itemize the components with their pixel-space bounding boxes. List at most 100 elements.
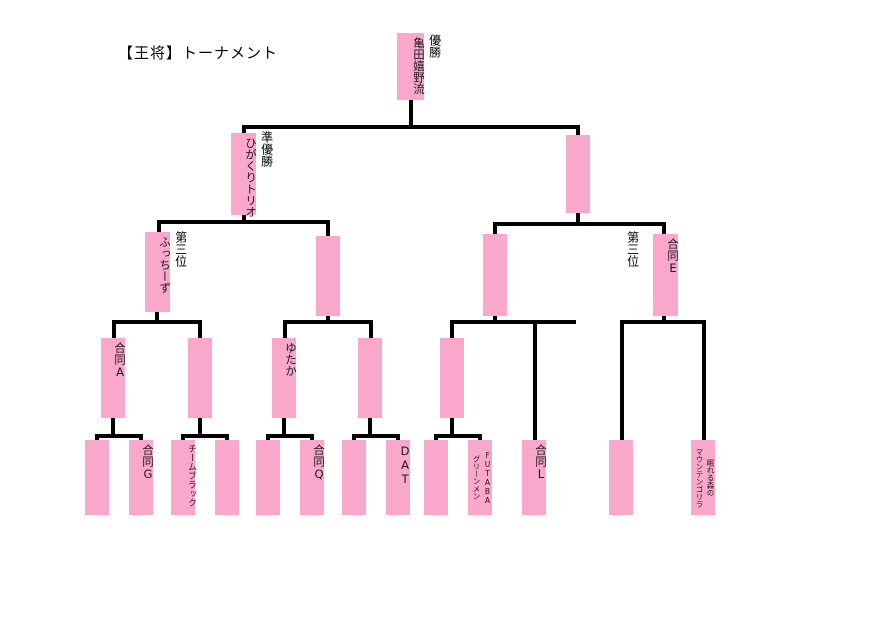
semifinalist-3-label: [483, 238, 507, 312]
round16-team-4-box[interactable]: [215, 440, 239, 515]
finalist-left-box[interactable]: ひがくりトリオ: [231, 133, 258, 218]
semifinalist-1-box[interactable]: ふっちーず: [145, 232, 172, 312]
connector-qf-4-crossbar: [620, 320, 706, 324]
connector-qf-1-b-drop: [198, 320, 202, 338]
connector-semi-left-crossbar: [157, 220, 330, 224]
quarterfinalist-4-box[interactable]: [358, 338, 382, 418]
champion-rank-annotation: 優勝: [427, 34, 442, 58]
semifinalist-2-label: [316, 240, 340, 312]
connector-final-right-drop: [576, 125, 580, 137]
connector-r16-3-stem: [282, 418, 286, 438]
connector-r16-1-b-drop: [139, 434, 143, 444]
connector-semi-right-a-drop: [493, 222, 497, 236]
connector-semi-right-crossbar: [493, 222, 666, 226]
finalist-right-label: [566, 139, 590, 209]
third-place-right-annotation: 第三位: [625, 231, 640, 267]
connector-qf-3-crossbar: [450, 320, 576, 324]
round16-team-5-box[interactable]: [256, 440, 280, 515]
connector-final-left-drop: [242, 125, 246, 137]
runner-up-rank-annotation: 準優勝: [259, 131, 274, 167]
quarterfinalist-2-label: [188, 342, 212, 414]
semifinalist-4-box[interactable]: 合同E: [653, 234, 680, 316]
round16-team-10-label-line2: グリーンメン: [472, 455, 481, 500]
round16-team-9-label: [424, 444, 448, 511]
round16-team-9-box[interactable]: [424, 440, 448, 515]
quarterfinalist-5-label: [440, 342, 464, 414]
connector-r16-2-crossbar: [181, 434, 229, 438]
connector-qf-4-b-bye-drop: [702, 320, 706, 442]
round16-team-7-box[interactable]: [342, 440, 366, 515]
round16-team-3-label: チームブラック: [186, 444, 196, 507]
round16-team-12-label: [609, 444, 633, 511]
connector-qf-1-crossbar: [112, 320, 202, 324]
connector-r16-1-crossbar: [95, 434, 143, 438]
finalist-right-box[interactable]: [566, 135, 590, 213]
connector-r16-4-b-drop: [396, 434, 400, 444]
connector-qf-1-stem: [155, 312, 159, 324]
quarterfinalist-4-label: [358, 342, 382, 414]
connector-qf-3-a-drop: [450, 320, 454, 338]
semifinalist-4-label: 合同E: [666, 238, 680, 275]
connector-qf-1-a-drop: [112, 320, 116, 338]
round16-team-8-box[interactable]: DAT: [386, 440, 412, 515]
connector-r16-5-a-drop: [434, 434, 438, 444]
page-title: 【王将】トーナメント: [118, 44, 279, 62]
connector-r16-4-crossbar: [352, 434, 400, 438]
round16-team-7-label: [342, 444, 366, 511]
champion-label: 亀田嬉野流: [412, 37, 426, 95]
champion-box[interactable]: 亀田嬉野流: [397, 33, 426, 100]
round16-team-1-box[interactable]: [85, 440, 109, 515]
connector-r16-4-stem: [368, 418, 372, 438]
round16-team-10-label-line1: FUTABA: [483, 450, 492, 505]
round16-team-1-label: [85, 444, 109, 511]
round16-team-5-label: [256, 444, 280, 511]
connector-semi-left-b-drop: [326, 220, 330, 238]
round16-team-13-label-line1: 眠れる森の: [706, 458, 715, 497]
quarterfinalist-5-box[interactable]: [440, 338, 464, 418]
connector-r16-4-a-drop: [352, 434, 356, 444]
round16-team-8-label: DAT: [398, 444, 412, 486]
connector-semi-right-b-drop: [662, 222, 666, 236]
connector-r16-3-b-drop: [310, 434, 314, 444]
round16-team-10-box[interactable]: FUTABA グリーンメン: [468, 440, 492, 515]
round16-team-13-box[interactable]: 眠れる森の マウンテンゴリラ: [691, 440, 715, 515]
connector-champion-stem: [409, 100, 413, 127]
connector-r16-2-b-drop: [225, 434, 229, 444]
connector-r16-2-a-drop: [181, 434, 185, 444]
semifinalist-1-label: ふっちーず: [158, 236, 172, 294]
round16-team-6-label: 合同Q: [312, 444, 326, 481]
semifinalist-2-box[interactable]: [316, 236, 340, 316]
round16-team-2-label: 合同G: [141, 444, 155, 481]
quarterfinalist-1-box[interactable]: 合同A: [101, 338, 127, 418]
connector-r16-1-a-drop: [95, 434, 99, 444]
connector-final-crossbar: [242, 125, 580, 129]
connector-r16-5-crossbar: [434, 434, 482, 438]
round16-team-6-box[interactable]: 合同Q: [300, 440, 326, 515]
connector-r16-1-stem: [111, 418, 115, 438]
connector-qf-2-b-drop: [369, 320, 373, 338]
quarterfinalist-2-box[interactable]: [188, 338, 212, 418]
round16-team-2-box[interactable]: 合同G: [129, 440, 155, 515]
round16-team-13-label-line2: マウンテンゴリラ: [695, 447, 704, 508]
connector-r16-2-stem: [198, 418, 202, 438]
connector-r16-3-a-drop: [266, 434, 270, 444]
connector-qf-3-bye-drop: [533, 320, 537, 442]
quarterfinalist-3-box[interactable]: ゆたか: [272, 338, 298, 418]
connector-qf-2-a-drop: [283, 320, 287, 338]
round16-team-11-box[interactable]: 合同L: [522, 440, 548, 515]
quarterfinalist-3-label: ゆたか: [284, 342, 298, 377]
connector-semi-left-stem: [242, 215, 246, 224]
finalist-left-label: ひがくりトリオ: [244, 137, 258, 218]
round16-team-4-label: [215, 444, 239, 511]
round16-team-11-label: 合同L: [534, 444, 548, 481]
connector-qf-2-crossbar: [283, 320, 373, 324]
round16-team-3-box[interactable]: チームブラック: [171, 440, 196, 515]
connector-r16-3-crossbar: [266, 434, 314, 438]
connector-qf-4-a-bye-drop: [620, 320, 624, 442]
quarterfinalist-1-label: 合同A: [113, 342, 127, 379]
third-place-left-annotation: 第三位: [173, 231, 188, 267]
connector-semi-right-stem: [576, 213, 580, 224]
semifinalist-3-box[interactable]: [483, 234, 507, 316]
round16-team-12-box[interactable]: [609, 440, 633, 515]
